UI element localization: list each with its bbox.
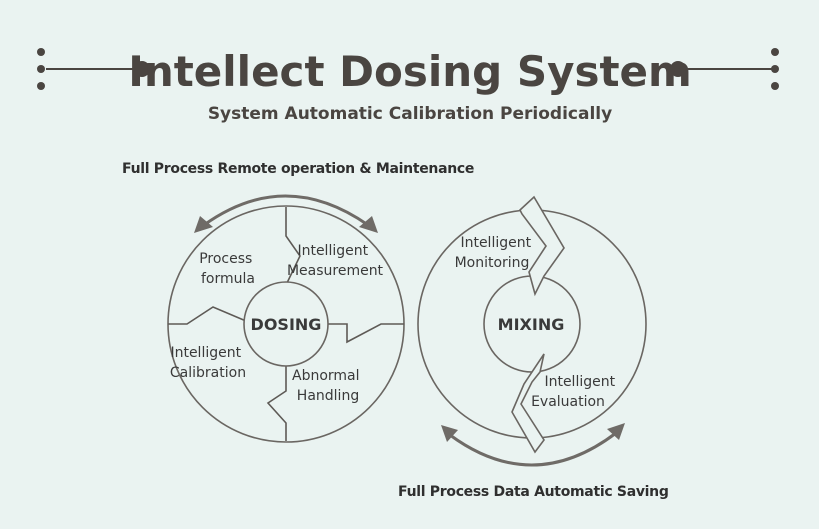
- dosing-center-label: DOSING: [251, 315, 322, 334]
- header-left-ornament: [37, 48, 150, 90]
- mixing-segment-intelligent-evaluation: Intelligent Evaluation: [531, 374, 619, 410]
- dosing-segment-abnormal-handling: Abnormal Handling: [292, 368, 364, 404]
- dosing-segment-intelligent-calibration: Intelligent Calibration: [170, 345, 246, 381]
- mixing-wheel: [417, 195, 647, 454]
- mixing-caption: Full Process Data Automatic Saving: [398, 484, 669, 500]
- dosing-core: [243, 281, 329, 367]
- mixing-cycle-arrow: [441, 423, 625, 467]
- dosing-wheel: [167, 205, 405, 443]
- dosing-cycle-arrow: [194, 194, 378, 233]
- dosing-caption: Full Process Remote operation & Maintena…: [122, 161, 474, 177]
- dosing-segment-intelligent-measurement: Intelligent Measurement: [287, 243, 384, 279]
- mixing-segment-intelligent-monitoring: Intelligent Monitoring: [455, 235, 536, 271]
- page-subtitle: System Automatic Calibration Periodicall…: [208, 104, 612, 124]
- mixing-center-label: MIXING: [498, 315, 565, 334]
- page-title: Intellect Dosing System: [128, 47, 692, 96]
- header-right-ornament: [670, 48, 779, 90]
- dosing-segment-process-formula: Process formula: [199, 251, 257, 287]
